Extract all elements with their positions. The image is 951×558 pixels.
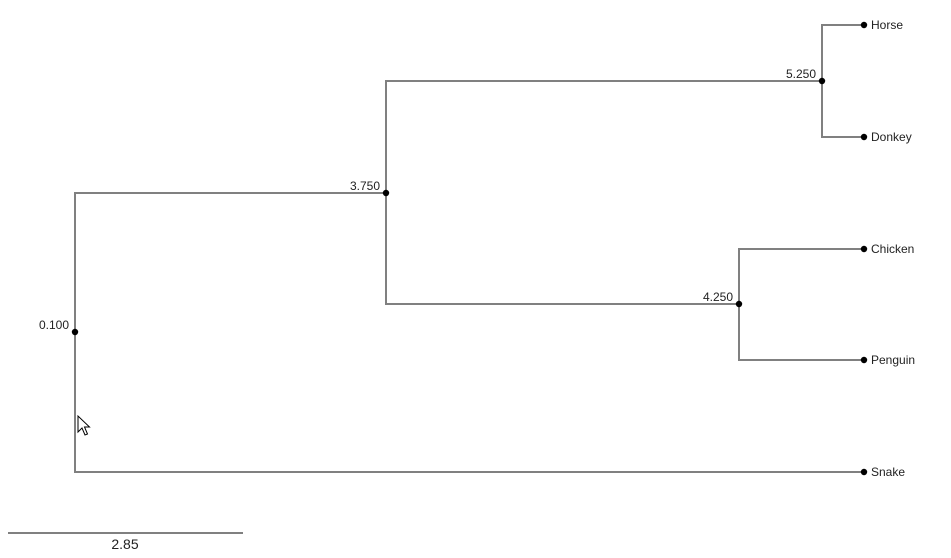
- scale-bar: 2.85: [8, 532, 243, 552]
- node-n1[interactable]: [382, 189, 390, 197]
- leaf-donkey[interactable]: [860, 133, 868, 141]
- leaf-donkey-label: Donkey: [871, 130, 912, 144]
- node-root[interactable]: [71, 328, 79, 336]
- internal-nodes: 0.100 3.750 5.250 4.250: [39, 67, 826, 336]
- leaf-penguin-label: Penguin: [871, 353, 915, 367]
- leaf-nodes: Horse Donkey Chicken Penguin Snake: [860, 18, 915, 479]
- leaf-chicken[interactable]: [860, 245, 868, 253]
- leaf-snake[interactable]: [860, 468, 868, 476]
- scale-bar-label: 2.85: [111, 536, 138, 552]
- tree-branches: [74, 24, 865, 473]
- node-n2-label: 5.250: [786, 67, 816, 81]
- leaf-horse-label: Horse: [871, 18, 903, 32]
- node-root-label: 0.100: [39, 318, 69, 332]
- mouse-pointer-icon: [77, 414, 91, 436]
- leaf-chicken-label: Chicken: [871, 242, 914, 256]
- node-n3[interactable]: [735, 300, 743, 308]
- leaf-penguin[interactable]: [860, 356, 868, 364]
- node-n1-label: 3.750: [350, 179, 380, 193]
- leaf-snake-label: Snake: [871, 465, 905, 479]
- node-n3-label: 4.250: [703, 290, 733, 304]
- node-n2[interactable]: [818, 77, 826, 85]
- leaf-horse[interactable]: [860, 21, 868, 29]
